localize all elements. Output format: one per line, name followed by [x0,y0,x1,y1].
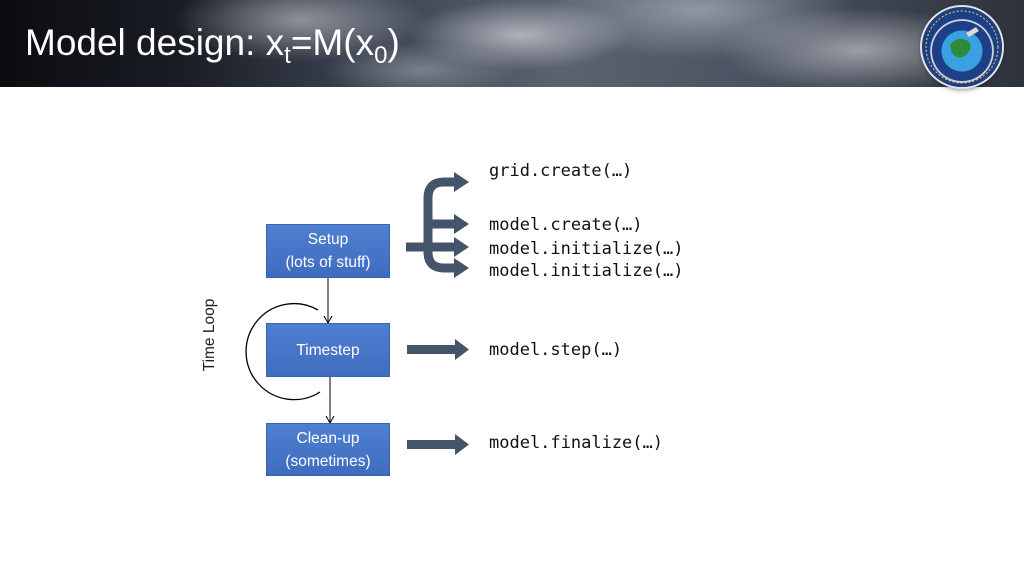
seal-graphic-icon [925,10,999,84]
cleanup-box: Clean-up (sometimes) [266,423,390,476]
call-grid-create: grid.create(…) [489,161,633,181]
slide-title: Model design: xt=M(x0) [25,18,400,68]
call-model-initialize-1: model.initialize(…) [489,239,684,259]
setup-box-line1: Setup [307,231,349,248]
time-loop-label: Time Loop [201,298,218,372]
call-model-create: model.create(…) [489,215,643,235]
cleanup-box-line1: Clean-up [296,429,360,447]
cleanup-call-arrow [407,434,469,455]
title-text-prefix: Model design: x [25,22,285,63]
title-text-mid: =M(x [290,22,375,63]
title-text-suffix: ) [387,22,400,63]
organization-seal-icon [922,7,1002,87]
timestep-box-label: Timestep [296,341,360,359]
setup-box: Setup (lots of stuff) [266,224,390,278]
cleanup-box-line2: (sometimes) [285,452,371,470]
timestep-call-arrow [407,339,469,360]
setup-branch-arrowheads [454,172,469,278]
call-model-step: model.step(…) [489,340,623,360]
title-subscript-0: 0 [374,42,388,69]
setup-branch-arrows [406,177,456,273]
setup-box-line2: (lots of stuff) [285,254,371,271]
call-model-initialize-2: model.initialize(…) [489,261,684,281]
call-model-finalize: model.finalize(…) [489,433,663,453]
time-loop-circle [245,303,321,401]
timestep-box: Timestep [266,323,390,377]
header-banner: Model design: xt=M(x0) [0,0,1024,87]
title-subscript-t: t [284,42,291,69]
